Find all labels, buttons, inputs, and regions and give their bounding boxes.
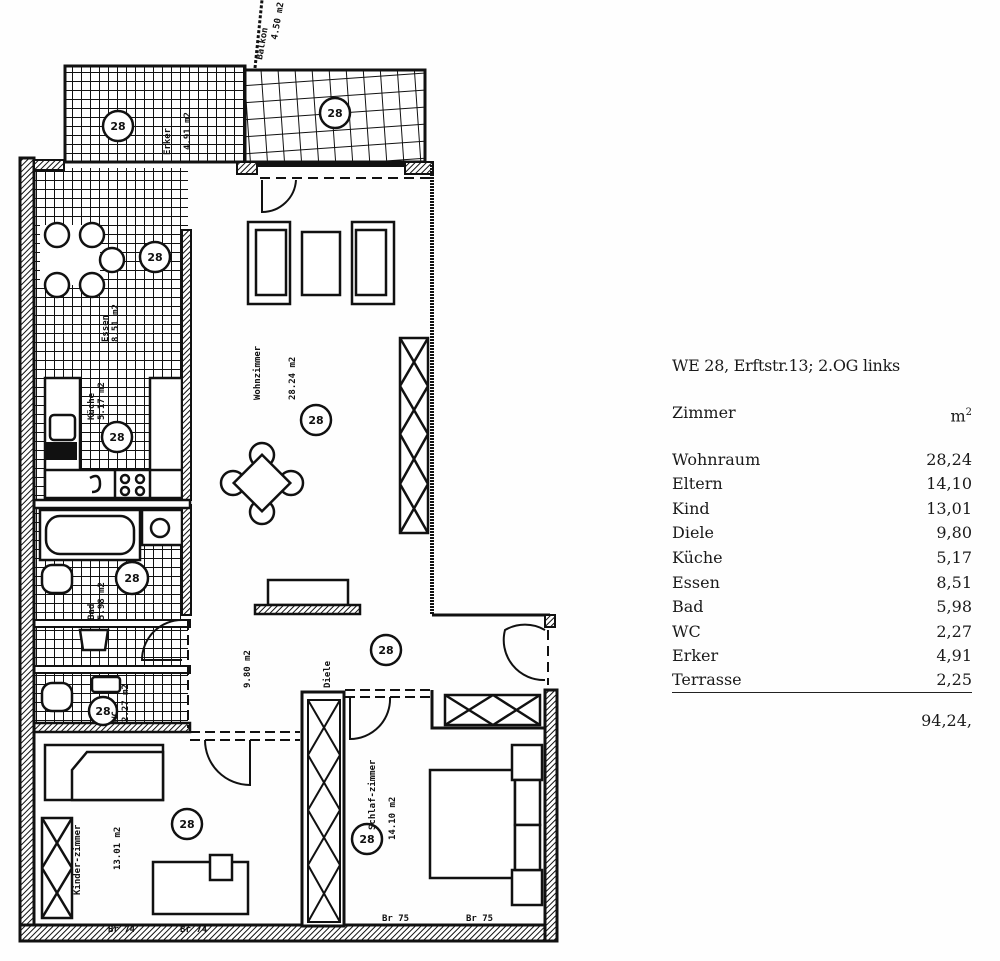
room-area: 28.24 m2 <box>288 357 298 400</box>
room-labels: Wohnzimmer 28.24 m2 Essen 8.51 m2 Küche … <box>72 1 398 895</box>
unit-marker-label: 28 <box>147 251 162 264</box>
table-row: WC 2,27 <box>672 620 972 645</box>
room-name: Essen <box>101 315 111 342</box>
room-cell: Essen <box>672 572 720 592</box>
room-area: 5.98 m2 <box>97 582 107 620</box>
room-area: 5.17 m2 <box>97 382 107 420</box>
table-row: Küche 5,17 <box>672 546 972 571</box>
header-area-unit: m <box>950 406 966 426</box>
room-area: 2.27 m2 <box>121 684 131 722</box>
header-room: Zimmer <box>672 403 736 422</box>
room-cell: Erker <box>672 646 719 666</box>
header-area: m2 <box>950 401 972 426</box>
room-name: Küche <box>87 392 97 420</box>
table-header: Zimmer m2 <box>672 401 972 426</box>
room-cell: WC <box>672 621 701 641</box>
unit-marker-label: 28 <box>359 833 374 846</box>
room-name: WC <box>111 711 121 722</box>
room-cell: Bad <box>672 597 704 617</box>
terrace-left <box>63 64 247 164</box>
bathroom-fittings <box>38 508 184 713</box>
room-area: 4.50 m2 <box>270 1 286 40</box>
room-name: Bad <box>87 604 97 620</box>
area-table: WE 28, Erftstr.13; 2.OG links Zimmer m2 … <box>672 356 972 734</box>
table-row: Terrasse 2,25 <box>672 669 972 693</box>
room-area: 14.10 m2 <box>388 797 398 840</box>
area-cell: 5,17 <box>936 547 972 567</box>
room-cell: Wohnraum <box>672 449 761 469</box>
window-label: Br 75 <box>466 914 493 924</box>
room-area: 8.51 m2 <box>111 304 121 342</box>
table-total: 94,24, <box>672 709 972 734</box>
area-cell: 2,27 <box>936 621 972 641</box>
table-row: Wohnraum 28,24 <box>672 448 972 473</box>
unit-marker-label: 28 <box>95 705 110 718</box>
window-label: Br 75 <box>382 914 409 924</box>
unit-marker-label: 28 <box>124 572 139 585</box>
room-cell: Küche <box>672 547 723 567</box>
unit-marker-label: 28 <box>109 431 124 444</box>
room-name: Schlaf-zimmer <box>367 759 378 830</box>
unit-marker-label: 28 <box>378 644 393 657</box>
unit-marker-label: 28 <box>110 120 125 133</box>
room-name: Wohnzimmer <box>252 345 263 400</box>
dining-set-essen <box>40 221 126 299</box>
unit-marker-label: 28 <box>308 414 323 427</box>
area-cell: 5,98 <box>936 597 972 617</box>
kitchen-fittings <box>43 376 184 500</box>
header-area-sup: 2 <box>965 407 972 418</box>
kinderzimmer-furniture <box>40 743 250 920</box>
table-row: Bad 5,98 <box>672 595 972 620</box>
table-row: Eltern 14,10 <box>672 472 972 497</box>
room-area: 13.01 m2 <box>113 827 123 870</box>
room-name: Diele <box>322 660 333 688</box>
window-labels: Br 74 Br 74 Br 75 Br 75 <box>108 914 493 935</box>
unit-number-markers: 28 28 28 28 28 28 28 28 28 28 <box>87 96 403 856</box>
area-cell: 4,91 <box>936 646 972 666</box>
outer-wall-right <box>543 688 559 943</box>
schlafzimmer-furniture <box>428 693 544 907</box>
room-cell: Eltern <box>672 474 723 494</box>
area-cell: 9,80 <box>936 523 972 543</box>
outer-wall-left <box>18 156 36 943</box>
unit-marker-label: 28 <box>327 107 342 120</box>
table-title: WE 28, Erftstr.13; 2.OG links <box>672 356 900 375</box>
area-cell: 13,01 <box>926 498 972 518</box>
unit-marker-label: 28 <box>179 818 194 831</box>
outer-wall-bottom <box>18 923 559 943</box>
room-name: Erker <box>163 127 173 155</box>
window-label: Br 74 <box>180 925 208 935</box>
room-area: 9.80 m2 <box>243 650 253 688</box>
area-cell: 2,25 <box>936 669 972 689</box>
total-area: 94,24, <box>921 710 972 730</box>
table-row: Essen 8,51 <box>672 571 972 596</box>
area-cell: 8,51 <box>936 572 972 592</box>
room-name: Kinder-zimmer <box>72 824 83 895</box>
table-row: Kind 13,01 <box>672 497 972 522</box>
living-room-furniture <box>219 220 430 616</box>
table-row: Erker 4,91 <box>672 644 972 669</box>
room-cell: Diele <box>672 523 714 543</box>
room-area: 4.91 m2 <box>183 112 193 150</box>
area-cell: 28,24 <box>926 449 972 469</box>
room-cell: Kind <box>672 498 710 518</box>
room-cell: Terrasse <box>672 669 742 689</box>
area-cell: 14,10 <box>926 474 972 494</box>
table-row: Diele 9,80 <box>672 521 972 546</box>
window-label: Br 74 <box>108 925 136 935</box>
